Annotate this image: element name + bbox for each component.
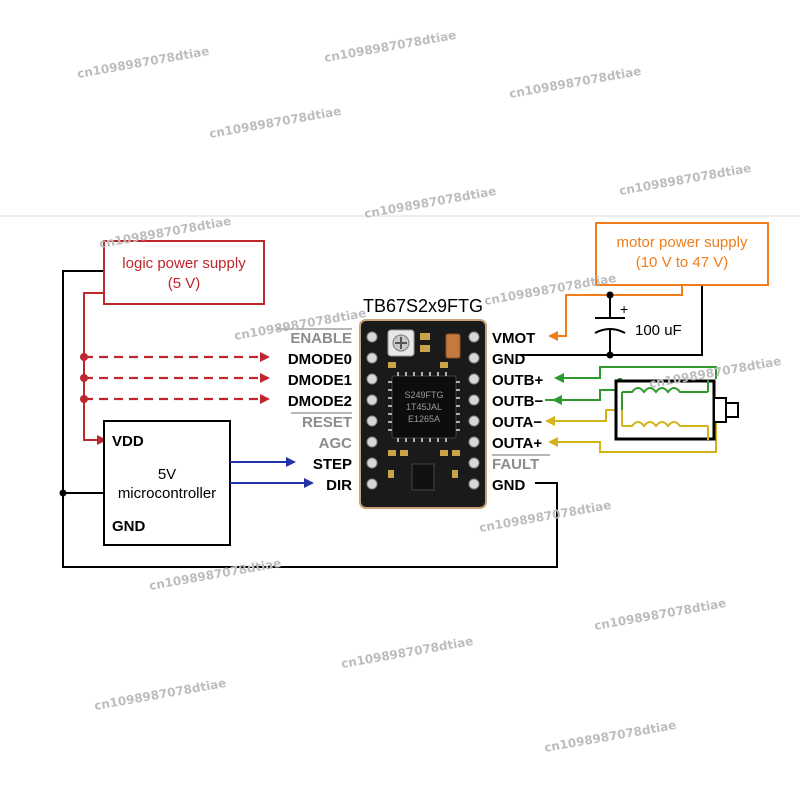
outa-minus-arrowhead [545, 416, 555, 426]
chip-line-3: E1265A [408, 414, 440, 424]
capacitor-label: 100 uF [635, 322, 682, 339]
watermark: cn1098987078dtiae [618, 161, 752, 198]
chip-line-2: 1T45JAL [406, 402, 442, 412]
right-header-pins [468, 331, 480, 490]
pin-dir: DIR [326, 477, 352, 494]
watermark: cn1098987078dtiae [208, 104, 342, 141]
pin-dmode2: DMODE2 [288, 393, 352, 410]
watermark: cn1098987078dtiae [340, 634, 474, 671]
watermark: cn1098987078dtiae [483, 271, 617, 308]
capacitor-plus: + [620, 301, 628, 317]
watermark: cn1098987078dtiae [508, 64, 642, 101]
ground-junction [59, 489, 67, 497]
outb-plus-arrowhead [554, 373, 564, 383]
motor-power-supply-box [595, 222, 769, 286]
watermark: cn1098987078dtiae [478, 498, 612, 535]
ground-wiring [62, 270, 703, 568]
capacitor [594, 295, 626, 355]
dmode-pullups [84, 355, 262, 401]
mcu-gnd-label: GND [112, 518, 146, 535]
driver-board: S249FTG 1T45JAL E1265A [359, 319, 487, 509]
left-pin-labels: ENABLE DMODE0 DMODE1 DMODE2 RESET AGC ST… [277, 328, 353, 494]
watermark: cn1098987078dtiae [148, 556, 282, 593]
watermark: cn1098987078dtiae [543, 718, 677, 755]
microcontroller-box [103, 420, 231, 546]
coil-a-wiring [553, 409, 717, 453]
logic-power-wiring [83, 292, 104, 441]
watermark: cn1098987078dtiae [363, 184, 497, 221]
signal-arrowheads [286, 457, 314, 488]
vmot-arrowhead [548, 331, 558, 341]
watermark: cn1098987078dtiae [593, 596, 727, 633]
pin-outb-plus: OUTB+ [492, 372, 543, 389]
motor-supply-label-line2: (10 V to 47 V) [636, 254, 729, 271]
mcu-label-line2: microcontroller [118, 485, 216, 502]
coil-b [622, 387, 708, 394]
motor-supply-label-line1: motor power supply [617, 234, 748, 251]
pin-dmode1: DMODE1 [288, 372, 352, 389]
coil-a [622, 421, 708, 428]
outa-plus-arrowhead [548, 437, 558, 447]
watermark: cn1098987078dtiae [76, 44, 210, 81]
dmode-junctions [80, 353, 88, 403]
pin-agc: AGC [319, 435, 353, 452]
motor-power-wiring [556, 285, 683, 337]
dmode-arrowheads [260, 352, 270, 404]
signal-wiring [230, 461, 306, 484]
chip-line-1: S249FTG [404, 390, 443, 400]
pin-fault: FAULT [492, 456, 539, 473]
mcu-vdd-label: VDD [112, 433, 144, 450]
right-pin-labels: VMOT GND OUTB+ OUTB− OUTA− OUTA+ FAULT G… [492, 330, 550, 494]
logic-power-supply-box [103, 240, 265, 305]
left-header-pins [366, 331, 378, 490]
pin-outb-minus: OUTB− [492, 393, 543, 410]
logic-supply-label-line1: logic power supply [122, 255, 246, 272]
logic-supply-label-line2: (5 V) [168, 275, 201, 292]
pin-reset: RESET [302, 414, 352, 431]
pin-step: STEP [313, 456, 352, 473]
mcu-label-line1: 5V [158, 466, 176, 483]
board-title: TB67S2x9FTG [363, 296, 483, 316]
watermark: cn1098987078dtiae [323, 28, 457, 65]
cap-ground-junction [606, 351, 614, 359]
watermark: cn1098987078dtiae [93, 676, 227, 713]
pin-dmode0: DMODE0 [288, 351, 352, 368]
pin-gnd-power: GND [492, 351, 526, 368]
pin-outa-minus: OUTA− [492, 414, 542, 431]
vdd-arrowhead [97, 435, 107, 445]
pin-enable: ENABLE [290, 330, 352, 347]
pin-gnd-logic: GND [492, 477, 526, 494]
outb-minus-arrowhead [552, 395, 562, 405]
stepper-motor [614, 379, 739, 441]
pin-outa-plus: OUTA+ [492, 435, 542, 452]
pin-vmot: VMOT [492, 330, 535, 347]
